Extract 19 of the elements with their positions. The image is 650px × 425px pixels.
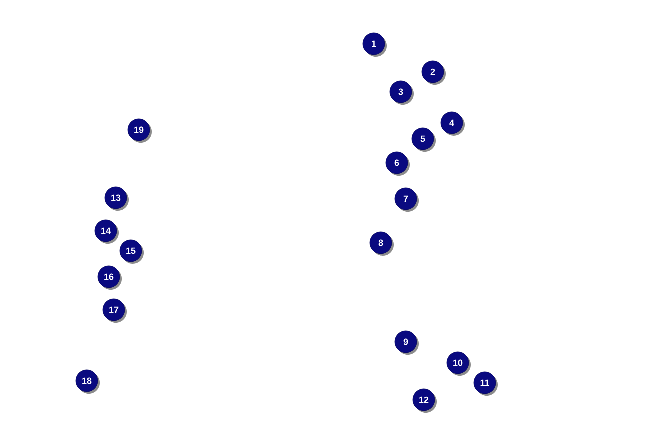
callout-number: 2 <box>422 60 446 85</box>
callout-number: 8 <box>370 232 394 256</box>
callout-number: 12 <box>412 388 437 413</box>
callout-number: 19 <box>128 118 152 143</box>
callout-number: 15 <box>120 240 144 264</box>
callout-number: 14 <box>94 220 119 244</box>
callout-number: 4 <box>440 112 465 136</box>
callout-number: 6 <box>386 152 410 176</box>
callout-number: 7 <box>394 188 419 212</box>
callout-number: 18 <box>76 370 100 394</box>
callout-number: 11 <box>474 372 498 396</box>
callout-number: 10 <box>446 352 471 376</box>
callout-number: 1 <box>362 32 387 57</box>
callout-number: 13 <box>104 186 129 211</box>
callout-number: 17 <box>102 298 127 323</box>
callout-number: 9 <box>394 330 419 355</box>
callout-number: 5 <box>412 128 436 152</box>
callout-number: 16 <box>98 266 122 290</box>
callout-number: 3 <box>390 80 414 105</box>
